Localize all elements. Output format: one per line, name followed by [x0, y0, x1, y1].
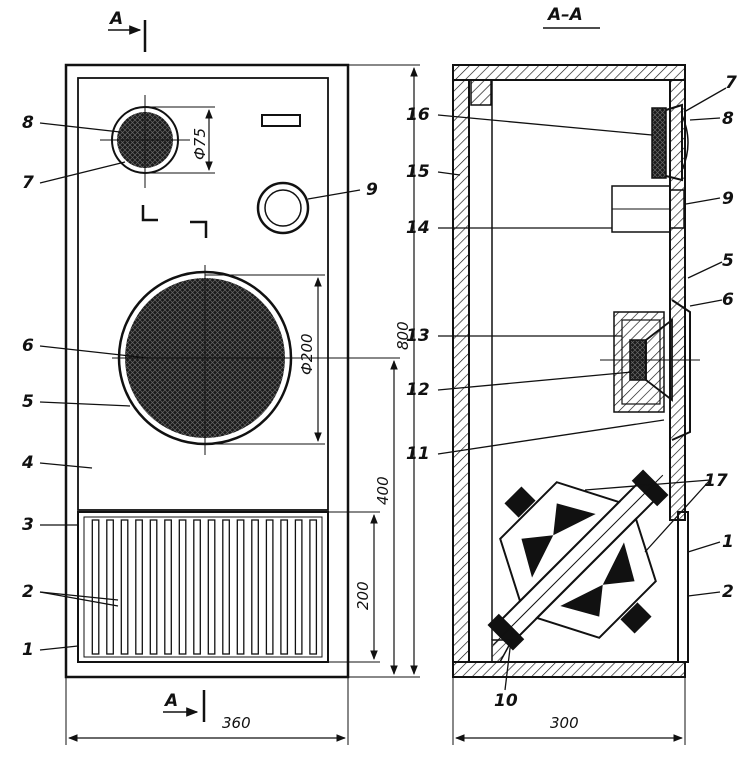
- label-12: 12: [406, 380, 430, 400]
- label-6: 6: [22, 336, 34, 356]
- front-grille-section: [677, 511, 689, 663]
- section-marker-top: A: [108, 9, 147, 52]
- label-14: 14: [406, 218, 430, 238]
- control-slot: [261, 114, 301, 127]
- dim-400: 400: [374, 476, 392, 505]
- grille-slat: [265, 519, 274, 655]
- dim-width-front: 360: [222, 714, 251, 732]
- side-leaders: [437, 87, 727, 691]
- label-1-side: 1: [722, 532, 734, 552]
- grille-slat: [280, 519, 289, 655]
- section-letter-top: A: [108, 9, 123, 29]
- label-8-side: 8: [722, 109, 734, 129]
- label-8: 8: [22, 113, 34, 133]
- side-labels: 16 15 14 13 12 11 10 7 8 9 5 6 17 1 2: [406, 73, 737, 711]
- front-leaders: [39, 122, 361, 651]
- front-labels: 8 7 9 6 5 4 3 2 1: [21, 113, 378, 660]
- corner-block: [470, 79, 492, 106]
- wall-top: [452, 64, 686, 81]
- wall-back: [452, 79, 470, 663]
- label-9: 9: [366, 180, 378, 200]
- section-marker-bottom: A: [163, 690, 206, 722]
- section-letter-bottom: A: [163, 691, 178, 711]
- label-3: 3: [22, 515, 34, 535]
- wall-bottom: [452, 661, 686, 678]
- dim-200: 200: [354, 581, 372, 610]
- dim-depth: 300: [550, 714, 579, 732]
- grille-slat: [251, 519, 259, 655]
- label-13: 13: [406, 326, 430, 346]
- section-title: A–A: [546, 5, 583, 25]
- label-17: 17: [704, 471, 728, 491]
- grille-slat: [164, 519, 172, 655]
- bottom-grille: [77, 511, 329, 663]
- grille-slat: [91, 519, 100, 655]
- bass-speaker: [487, 469, 669, 651]
- grille-slat: [178, 519, 187, 655]
- dim-height: 800: [394, 321, 412, 350]
- dim-d75: Ф75: [191, 128, 209, 160]
- label-5: 5: [22, 392, 34, 412]
- label-11: 11: [406, 444, 430, 464]
- label-10: 10: [494, 691, 518, 711]
- label-2: 2: [22, 582, 34, 602]
- grille-slat: [222, 519, 230, 655]
- label-6-side: 6: [722, 290, 734, 310]
- label-2-side: 2: [722, 582, 734, 602]
- grille-slat: [149, 519, 158, 655]
- grille-slat: [294, 519, 303, 655]
- bottom-grille-inner: [83, 516, 323, 658]
- grille-slat: [236, 519, 245, 655]
- tweeter-body: [651, 107, 667, 179]
- port-inner: [264, 189, 302, 227]
- grille-slat: [309, 519, 318, 655]
- front-panel: [77, 77, 329, 511]
- dim-d200: Ф200: [298, 333, 316, 375]
- label-5-side: 5: [722, 251, 734, 271]
- label-4: 4: [21, 453, 34, 473]
- front-view: A Ф75 Ф200: [21, 9, 420, 745]
- label-15: 15: [406, 162, 430, 182]
- grille-slat: [193, 519, 201, 655]
- grille-slat: [120, 519, 129, 655]
- label-7-side: 7: [725, 73, 737, 93]
- label-9-side: 9: [722, 189, 734, 209]
- grille-slat: [135, 519, 143, 655]
- label-1: 1: [22, 640, 34, 660]
- section-view: A–A: [406, 5, 737, 745]
- label-7: 7: [22, 173, 34, 193]
- bottom-wedge: [491, 639, 514, 663]
- grille-slats: [91, 519, 318, 655]
- label-16: 16: [406, 105, 430, 125]
- grille-slat: [207, 519, 216, 655]
- grille-slat: [106, 519, 114, 655]
- cabinet-outline: [64, 63, 350, 679]
